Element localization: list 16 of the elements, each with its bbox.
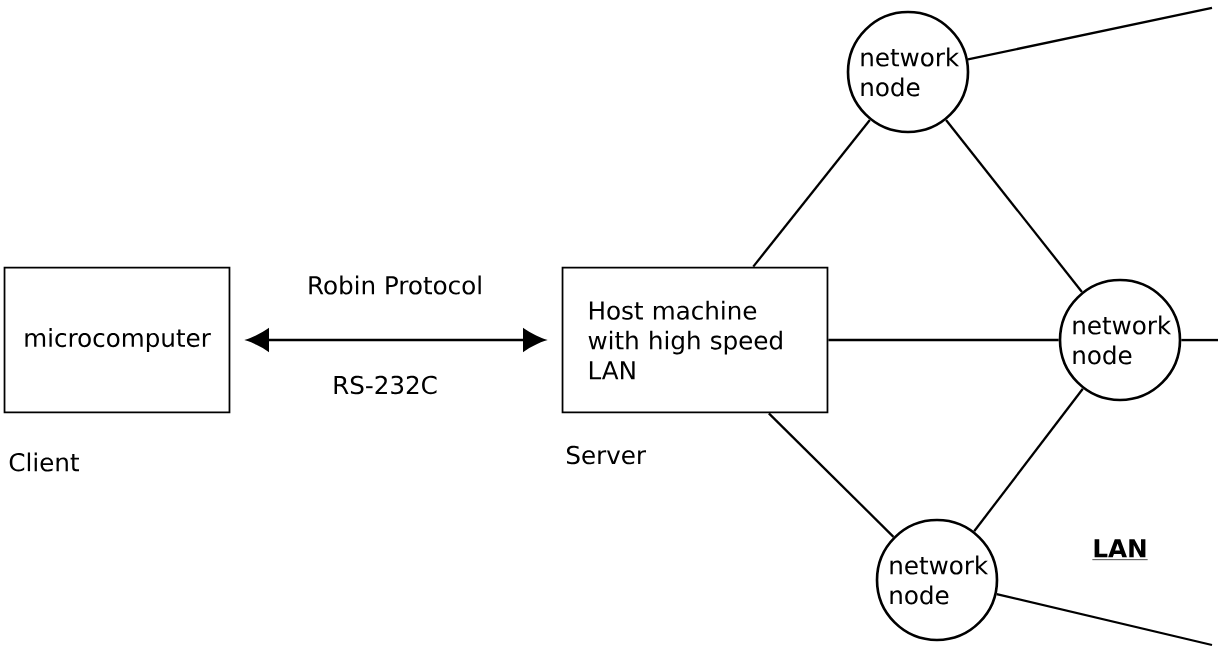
arrow <box>246 328 546 352</box>
computer-box: microcomputer <box>3 266 231 414</box>
connector-line <box>973 388 1084 532</box>
node-label: Server <box>567 445 646 465</box>
connector-line <box>768 412 895 538</box>
connector-line <box>967 6 1213 61</box>
connector-line <box>752 119 871 268</box>
connector-line <box>945 119 1083 293</box>
connector-line <box>828 338 1059 342</box>
host-box: Host machine with high speed LAN <box>561 266 829 414</box>
text-label: RS-232C <box>334 375 437 395</box>
edge-label: Robin Protocol <box>303 271 487 299</box>
region-label: LAN <box>1092 539 1148 560</box>
connector-line <box>1181 338 1218 342</box>
connector-line <box>996 593 1213 647</box>
node-label: Client <box>9 452 79 472</box>
